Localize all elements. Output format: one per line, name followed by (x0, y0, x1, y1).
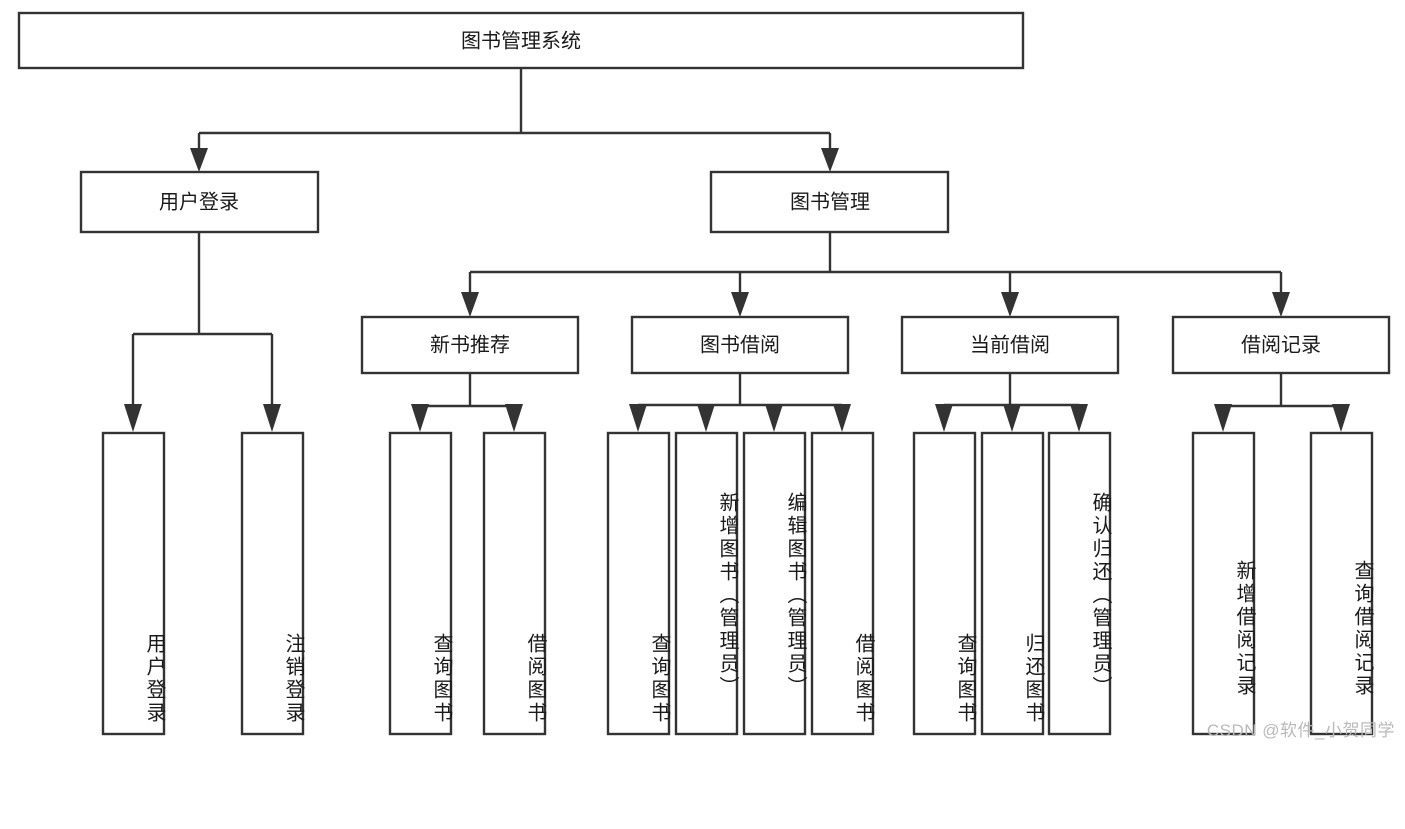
arrow-head-leaf-user-logout (263, 404, 281, 432)
node-new-book-recommend-label: 新书推荐 (430, 333, 510, 356)
node-root[interactable]: 图书管理系统 (17, 11, 1025, 70)
leaf-add-record-box[interactable] (1191, 431, 1256, 736)
flowchart-diagram: 图书管理系统 用户登录 图书管理 (17, 11, 1395, 740)
arrow-head-current-borrow (1001, 292, 1019, 317)
node-user-login[interactable]: 用户登录 (79, 170, 320, 234)
leaf-query-record-box[interactable] (1309, 431, 1374, 736)
node-new-book-recommend-box[interactable] (360, 315, 580, 375)
arrow-head-leaf-borrow-book-2 (833, 404, 851, 432)
arrow-head-leaf-confirm-return (1070, 404, 1088, 432)
arrow-head-leaf-return-book (1003, 404, 1021, 432)
leaf-query-book-3-box[interactable] (912, 431, 977, 736)
leaf-user-logout-box[interactable] (240, 431, 305, 736)
node-book-manage-box[interactable] (709, 170, 950, 234)
arrow-head-user-login (190, 148, 208, 172)
leaf-query-book-2-box[interactable] (606, 431, 671, 736)
node-user-login-label: 用户登录 (159, 190, 239, 213)
node-current-borrow[interactable]: 当前借阅 (900, 315, 1120, 375)
arrow-head-leaf-add-book (697, 404, 715, 432)
node-root-label: 图书管理系统 (461, 29, 581, 52)
leaf-user-login-box[interactable] (101, 431, 166, 736)
node-book-manage[interactable]: 图书管理 (709, 170, 950, 234)
arrow-head-leaf-query-record (1332, 404, 1350, 432)
diagram-canvas: 图书管理系统 用户登录 图书管理 (17, 11, 1391, 736)
leaf-borrow-book-2-box[interactable] (810, 431, 875, 736)
leaf-query-book-1-box[interactable] (388, 431, 453, 736)
arrow-head-leaf-query-book-1 (411, 404, 429, 432)
node-borrow-record[interactable]: 借阅记录 (1171, 315, 1391, 375)
node-borrow-record-box[interactable] (1171, 315, 1391, 375)
arrow-head-leaf-edit-book (765, 404, 783, 432)
leaf-edit-book-box[interactable] (742, 431, 807, 736)
arrow-head-leaf-query-book-3 (935, 404, 953, 432)
leaf-add-book-box[interactable] (674, 431, 739, 736)
arrow-head-leaf-query-book-2 (629, 404, 647, 432)
leaf-confirm-return-box[interactable] (1047, 431, 1112, 736)
node-book-borrow-box[interactable] (630, 315, 850, 375)
node-current-borrow-label: 当前借阅 (970, 333, 1050, 356)
arrow-head-leaf-borrow-book-1 (505, 404, 523, 432)
node-new-book-recommend[interactable]: 新书推荐 (360, 315, 580, 375)
arrow-head-new-book-recommend (461, 292, 479, 317)
arrow-head-leaf-user-login (124, 404, 142, 432)
leaf-return-book-box[interactable] (980, 431, 1045, 736)
arrow-head-book-manage (821, 148, 839, 172)
node-book-manage-label: 图书管理 (790, 190, 870, 213)
node-borrow-record-label: 借阅记录 (1241, 333, 1321, 356)
node-root-box[interactable] (17, 11, 1025, 70)
node-current-borrow-box[interactable] (900, 315, 1120, 375)
leaf-borrow-book-1-box[interactable] (482, 431, 547, 736)
node-book-borrow[interactable]: 图书借阅 (630, 315, 850, 375)
node-book-borrow-label: 图书借阅 (700, 333, 780, 356)
arrow-head-book-borrow (731, 292, 749, 317)
csdn-watermark: CSDN @软件_小贺同学 (1206, 721, 1395, 740)
arrow-head-borrow-record (1272, 292, 1290, 317)
arrow-head-leaf-add-record (1214, 404, 1232, 432)
